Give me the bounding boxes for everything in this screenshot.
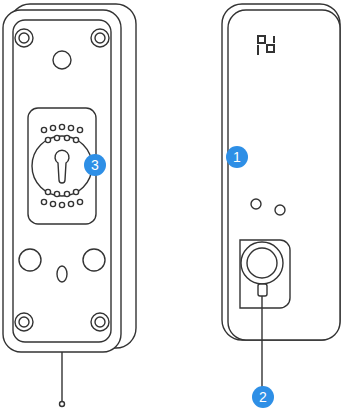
callout-number: 2 [252,386,274,408]
keyhole [55,150,69,183]
device-body-side [222,4,340,340]
device-front-face [228,10,340,340]
hole [83,249,105,271]
cable-end [60,402,65,407]
hole [57,266,67,282]
indicator-hole [251,199,261,209]
cable [61,352,62,402]
callout-number: 3 [84,154,106,176]
indicator-hole [275,205,285,215]
connector-button [241,242,283,284]
cable [261,296,262,392]
callout-number: 1 [226,146,248,168]
back-panel [13,20,111,342]
screws [15,29,109,331]
mount-ring [32,136,92,196]
logo [258,36,274,55]
mount-dots [41,124,82,207]
connector-button-inner [247,248,277,278]
hole [53,51,71,69]
connector-plate [240,240,290,308]
device-back-face [3,10,121,352]
hole [19,249,41,271]
cable-gland [258,284,267,296]
